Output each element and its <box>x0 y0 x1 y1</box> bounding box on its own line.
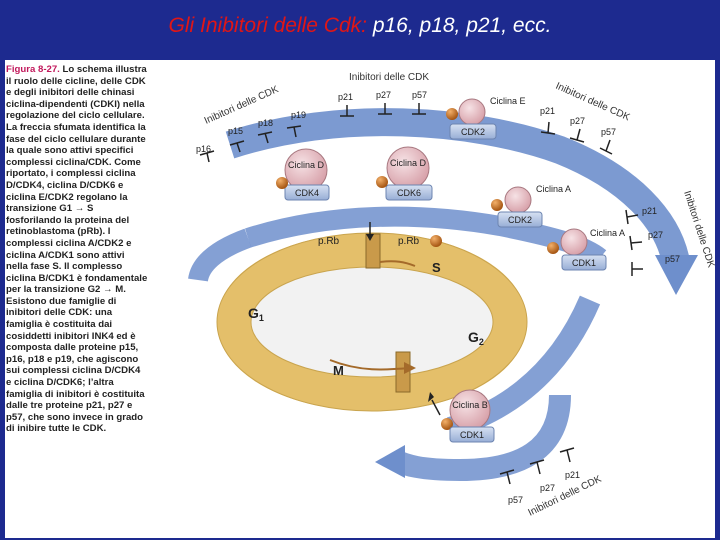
complex-cyclin-d-cdk6: Ciclina D CDK6 <box>376 146 433 201</box>
cyclin-b-arrowhead <box>428 392 434 402</box>
cyclin-d-cdk6-cyclin-label: Ciclina D <box>390 158 427 168</box>
cip-right-top-p27: p27 <box>570 116 585 126</box>
spiral-arrow-left <box>188 228 252 283</box>
phase-s-label: S <box>432 260 441 275</box>
title-main: Gli Inibitori delle Cdk: <box>168 14 367 37</box>
cip-top-p21: p21 <box>338 92 353 102</box>
cycle-ring-outer-edge <box>216 232 528 412</box>
cycle-ring-inner-edge <box>250 266 494 378</box>
cip-right-side-p21: p21 <box>642 206 657 216</box>
ink4-p15: p15 <box>228 126 243 136</box>
complex-cyclin-a-cdk2: CDK2 Ciclina A <box>491 184 571 228</box>
complex-cyclin-d-cdk4: Ciclina D CDK4 <box>276 148 330 201</box>
arrow-s-phase <box>379 260 416 267</box>
cdk4-label: CDK4 <box>295 188 319 198</box>
cyclin-a1-label: Ciclina A <box>536 184 571 194</box>
slide-title: Gli Inibitori delle Cdk: p16, p18, p21, … <box>0 14 720 38</box>
cip-top-label: Inibitori delle CDK <box>349 72 429 83</box>
cip-bottom-p57: p57 <box>508 495 523 505</box>
spiral-arrow-bottom <box>390 394 571 482</box>
cip-bottom-inhibitor-group <box>499 447 575 485</box>
checkpoint-g2-m <box>395 351 411 393</box>
cdk6-label: CDK6 <box>397 188 421 198</box>
prb-arrowhead <box>366 234 374 241</box>
title-rest: p16, p18, p21, ecc. <box>372 14 552 37</box>
cip-top-p27: p27 <box>376 90 391 100</box>
cip-right-side-p27: p27 <box>648 230 663 240</box>
cip-right-side-p57: p57 <box>665 254 680 264</box>
cdk1-b-label: CDK1 <box>460 430 484 440</box>
arrow-m-phase <box>329 359 411 371</box>
cdk2-a-label: CDK2 <box>508 215 532 225</box>
ink4-inhibitor-group <box>199 125 302 163</box>
cip-top-inhibitor-group <box>340 103 426 117</box>
phase-m-label: M <box>333 363 344 378</box>
cip-right-top-p21: p21 <box>540 106 555 116</box>
caption-figure-number: Figura 8-27. <box>6 64 60 75</box>
cyclin-b-arrow <box>431 399 441 416</box>
cip-right-side-inhibitor-group <box>625 209 643 276</box>
checkpoint-g1-s <box>365 233 381 269</box>
ink4-p18: p18 <box>258 118 273 128</box>
cip-bottom-label: Inibitori delle CDK <box>526 474 603 519</box>
caption-text: Lo schema illustra il ruolo delle ciclin… <box>6 64 148 435</box>
complex-cyclin-b-cdk1: Ciclina B CDK1 <box>441 389 495 443</box>
cip-right-top-inhibitor-group <box>540 121 613 155</box>
cyclin-e-label: Ciclina E <box>490 96 526 106</box>
arrowhead-m-phase <box>404 362 416 374</box>
cip-right-top-p57: p57 <box>601 127 616 137</box>
cyclin-a2-label: Ciclina A <box>590 228 625 238</box>
prb-phosphorylated-label: p.Rb <box>398 236 420 247</box>
cdk2-e-label: CDK2 <box>461 127 485 137</box>
complex-cyclin-e-cdk2: CDK2 Ciclina E <box>446 96 526 140</box>
figure-caption: Figura 8-27. Lo schema illustra il ruolo… <box>6 64 148 435</box>
spiral-arrowhead-bottom <box>375 445 405 478</box>
prb-phosphate <box>430 235 442 247</box>
cyclin-b-label: Ciclina B <box>452 400 488 410</box>
cdk1-a-label: CDK1 <box>572 258 596 268</box>
complex-cyclin-a-cdk1: CDK1 Ciclina A <box>547 228 625 271</box>
cip-bottom-p21: p21 <box>565 470 580 480</box>
phase-g2-label: G2 <box>468 329 484 347</box>
cip-top-p57: p57 <box>412 90 427 100</box>
spiral-arrow-outer <box>225 108 690 266</box>
prb-label: p.Rb <box>318 236 340 247</box>
phase-g1-label: G1 <box>248 305 264 323</box>
cip-bottom-p27: p27 <box>540 483 555 493</box>
cip-right-top-label: Inibitori delle CDK <box>554 81 632 124</box>
spiral-arrowhead-outer <box>655 255 698 295</box>
ink4-p16: p16 <box>196 144 211 154</box>
cyclin-d-cdk4-cyclin-label: Ciclina D <box>288 160 325 170</box>
ink4-p19: p19 <box>291 110 306 120</box>
